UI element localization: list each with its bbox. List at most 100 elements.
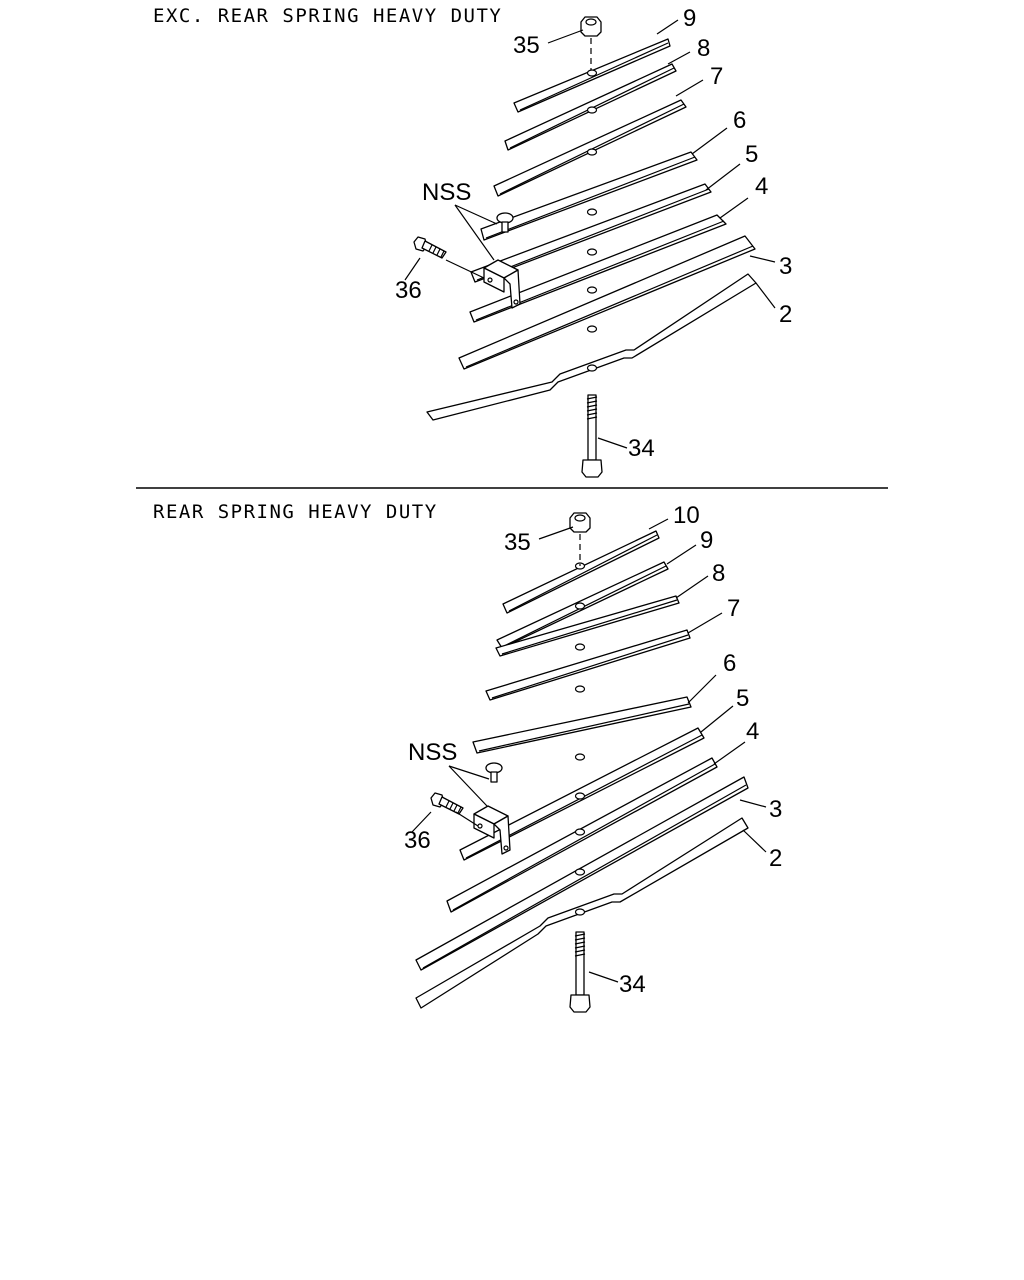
leaf-body [470,183,712,283]
leaf-body [480,151,698,241]
bolt-thread [574,949,586,953]
leader-line [454,204,498,225]
rivet-shank [501,221,509,233]
leaf-body [458,235,756,370]
rebound-clip: NSS [422,179,521,309]
center-hole [574,868,586,876]
bolt-thread [586,412,598,416]
nss-callout-label: NSS [422,179,471,206]
leaf-number-label: 9 [700,527,713,554]
bolt-thread [586,408,598,412]
spring-leaf-8: 8 [504,35,710,151]
leader-line [742,829,767,853]
leader-line [687,612,723,634]
leaf-number-label: 10 [673,502,700,529]
center-hole [586,69,598,77]
nut-bore [574,514,586,522]
leaf-body [415,817,749,1009]
clip-bolt: 36 [404,792,479,854]
leaf-edge [491,634,689,699]
bolt-thread [428,244,433,252]
leader-line [547,29,584,44]
leader-line [749,255,776,263]
center-bolt-callout-label: 34 [628,435,655,462]
center-hole [574,753,586,761]
spring-leaf-3: 3 [458,235,792,370]
leaf-number-label: 4 [755,173,768,200]
center-hole [586,325,598,333]
leaf-number-label: 8 [697,35,710,62]
center-hole [586,148,598,156]
leader-line [713,741,746,765]
nut-bore [585,18,597,26]
leaf-number-label: 2 [779,301,792,328]
leaf-body [485,629,691,701]
leader-line [597,437,628,449]
bolt-head [569,994,591,1013]
leaf-edge [465,245,754,368]
spring-leaf-9: 9 [496,527,713,649]
assembly-line [455,811,479,827]
leader-line [448,765,488,807]
leaf-edge [485,156,696,239]
bolt-thread [453,804,458,812]
leader-line [648,518,669,530]
leaf-number-label: 8 [712,560,725,587]
section-rear-spring-heavy-duty: REAR SPRING HEAVY DUTY 10987654323534NSS… [153,501,782,1013]
center-nut: 35 [513,16,602,70]
spring-leaf-5: 5 [470,141,758,283]
leaf-body [495,595,680,657]
leader-line [454,204,495,261]
center-bolt-callout-label: 34 [619,971,646,998]
leader-line [719,197,749,219]
spring-leaf-7: 7 [493,63,723,197]
center-hole [574,908,586,916]
leaf-number-label: 3 [769,796,782,823]
nut-callout-label: 35 [513,32,540,59]
leaf-body [493,99,687,197]
spring-leaf-8: 8 [495,560,725,657]
nss-callout-label: NSS [408,739,457,766]
leader-line [687,674,717,704]
bolt-thread [574,937,586,941]
section-caption: EXC. REAR SPRING HEAVY DUTY [153,5,502,27]
bolt-shank [575,931,585,996]
bolt-shank [587,394,597,461]
spring-leaf-9: 9 [513,5,696,113]
leaf-edge [452,763,716,911]
leader-line [691,127,728,155]
leaf-edge [519,42,669,111]
leaf-body [502,530,660,614]
clip-side-right [493,815,511,855]
leaf-edge [422,784,747,969]
leaf-edge [478,703,690,752]
leader-line [411,811,432,833]
bolt-thread [440,250,445,258]
leaf-number-label: 7 [710,63,723,90]
leaf-number-label: 6 [723,650,736,677]
leader-line [739,799,767,808]
center-hole [586,208,598,216]
nut-callout-label: 35 [504,529,531,556]
leader-line [656,19,679,35]
leaf-number-label: 6 [733,107,746,134]
rivet-shank [490,771,498,783]
center-hole [586,106,598,114]
center-bolt: 34 [581,394,655,478]
spring-leaf-6: 6 [480,107,746,241]
bolt-thread [457,806,462,814]
bolt-thread [449,802,454,810]
bolt-thread [574,933,586,937]
clip-side-right [503,269,521,309]
bolt-thread [436,248,441,256]
leader-line [755,282,776,309]
bolt-head [581,459,603,478]
leaf-number-label: 5 [745,141,758,168]
leaf-edge [508,534,658,612]
center-hole [574,643,586,651]
center-hole [574,685,586,693]
spring-leaf-7: 7 [485,595,740,701]
bolt-thread [445,800,450,808]
leaf-number-label: 7 [727,595,740,622]
